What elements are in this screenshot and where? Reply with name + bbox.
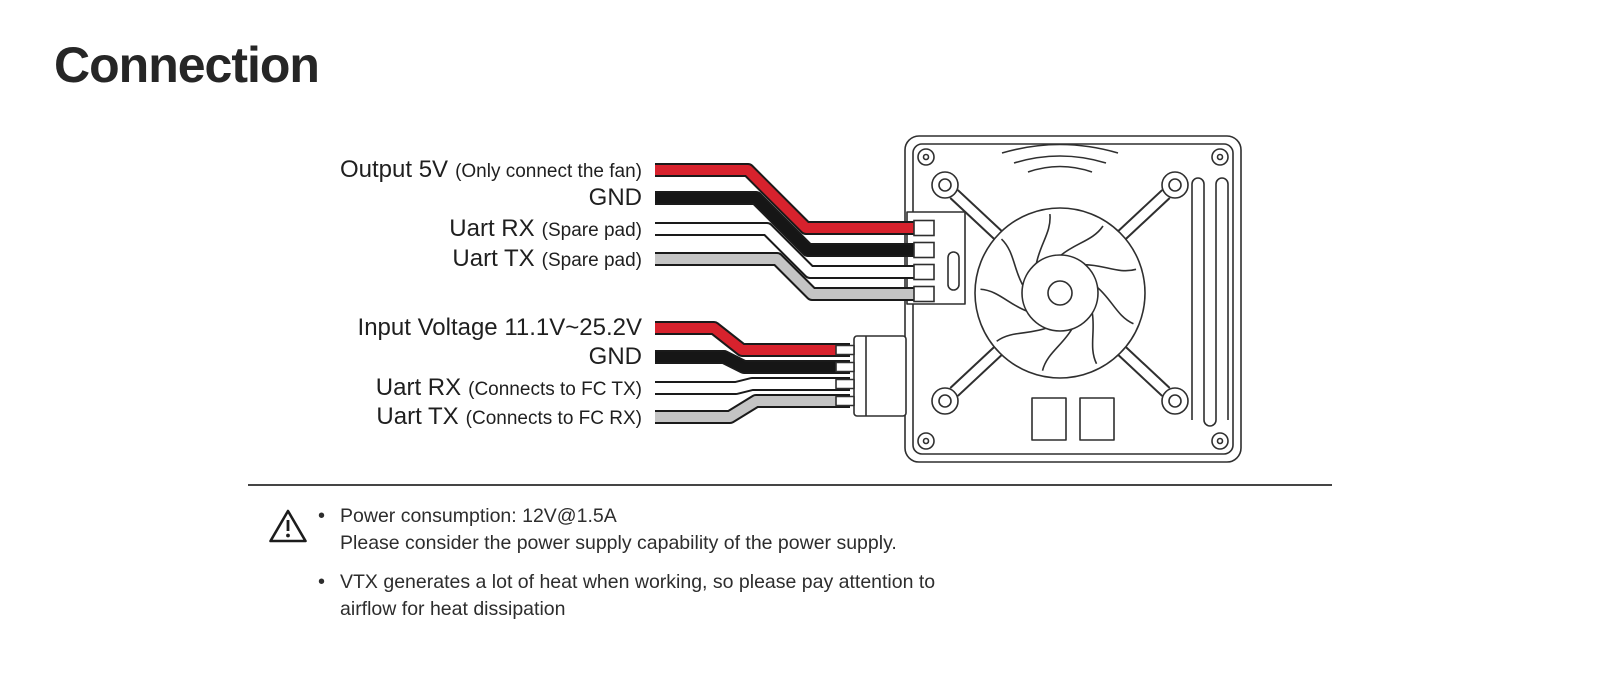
- cooling-fan-icon: [974, 207, 1146, 379]
- wire-bundle-fan: [655, 163, 922, 301]
- page-title: Connection: [54, 37, 320, 93]
- wire-label-uart-rx-top: Uart RX(Spare pad): [449, 215, 642, 242]
- wire-label-uart-tx-top: Uart TX(Spare pad): [452, 245, 642, 272]
- notes-section: • Power consumption: 12V@1.5A Please con…: [268, 503, 1228, 635]
- note-power-consumption: • Power consumption: 12V@1.5A Please con…: [318, 503, 1228, 557]
- bullet-icon: •: [318, 571, 326, 593]
- wire-label-input-voltage: Input Voltage 11.1V~25.2V: [357, 314, 642, 341]
- wire-uart-rx-bottom: [655, 379, 850, 393]
- note-line: airflow for heat dissipation: [340, 598, 566, 620]
- wire-bundle-power: [655, 321, 850, 424]
- wire-output-5v: [655, 165, 922, 233]
- wire-label-uart-tx-bottom: Uart TX(Connects to FC RX): [376, 403, 642, 430]
- heatsink-serpentine: [1191, 177, 1229, 427]
- vent-arcs: [1001, 143, 1119, 173]
- wire-gnd-bottom: [655, 352, 850, 372]
- wire-gnd-top: [655, 193, 922, 255]
- wire-uart-tx-bottom: [655, 396, 850, 422]
- corner-screws: [917, 148, 1229, 450]
- wire-input-voltage: [655, 323, 850, 355]
- bullet-icon: •: [318, 505, 326, 527]
- fan-arms: [949, 189, 1171, 397]
- vtx-device-drawing: [904, 135, 1242, 463]
- note-line: Please consider the power supply capabil…: [340, 532, 897, 554]
- mounting-screws: [931, 171, 1189, 415]
- wire-label-uart-rx-bottom: Uart RX(Connects to FC TX): [375, 374, 642, 401]
- wire-label-gnd-top: GND: [588, 184, 642, 211]
- bottom-pads: [1031, 397, 1115, 441]
- divider: [248, 484, 1332, 486]
- plug-connector: [835, 335, 907, 417]
- note-line: VTX generates a lot of heat when working…: [340, 571, 936, 593]
- housing-slot: [947, 251, 960, 291]
- wire-uart-rx-top: [655, 224, 922, 277]
- solder-pads: [913, 219, 935, 303]
- note-heat-warning: • VTX generates a lot of heat when worki…: [318, 569, 1228, 623]
- wire-label-output-5v: Output 5V(Only connect the fan): [339, 156, 642, 183]
- note-line: Power consumption: 12V@1.5A: [340, 505, 617, 527]
- warning-triangle-icon: [269, 509, 307, 543]
- wire-uart-tx-top: [655, 254, 922, 299]
- wire-label-gnd-bottom: GND: [588, 343, 642, 370]
